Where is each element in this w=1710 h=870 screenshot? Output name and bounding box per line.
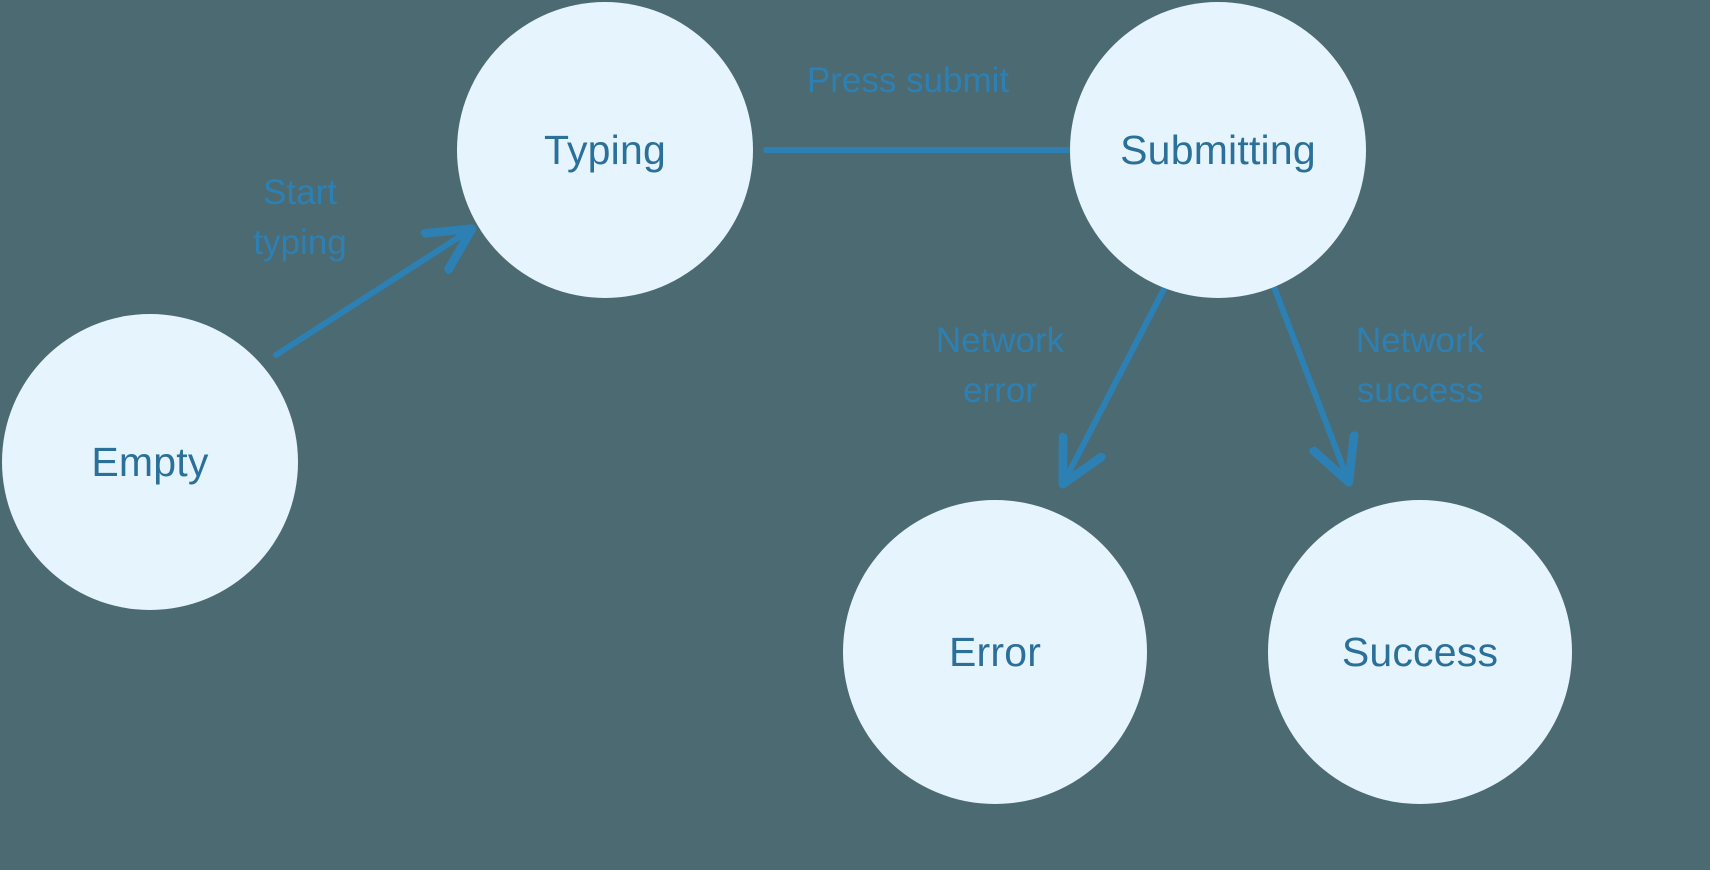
edge-empty-to-typing	[273, 230, 470, 358]
state-node-submitting[interactable]: Submitting	[1070, 2, 1366, 298]
edge-label-network-success: Network success	[1355, 321, 1485, 410]
state-node-label: Empty	[91, 438, 209, 485]
edge-label-network-error: Network error	[935, 321, 1065, 410]
edge-submitting-to-success	[1271, 284, 1348, 480]
edge-label-press-submit: Press submit	[806, 61, 1010, 100]
state-node-label: Error	[948, 628, 1042, 675]
state-node-empty[interactable]: Empty	[2, 314, 298, 610]
edge-label-start-typing: Start typing	[253, 173, 347, 262]
state-node-label: Submitting	[1120, 126, 1316, 173]
edge-submitting-to-error	[1064, 284, 1168, 482]
state-node-label: Typing	[544, 126, 666, 173]
state-node-success[interactable]: Success	[1268, 500, 1572, 804]
state-node-typing[interactable]: Typing	[457, 2, 753, 298]
state-node-error[interactable]: Error	[843, 500, 1147, 804]
state-node-label: Success	[1341, 628, 1499, 675]
